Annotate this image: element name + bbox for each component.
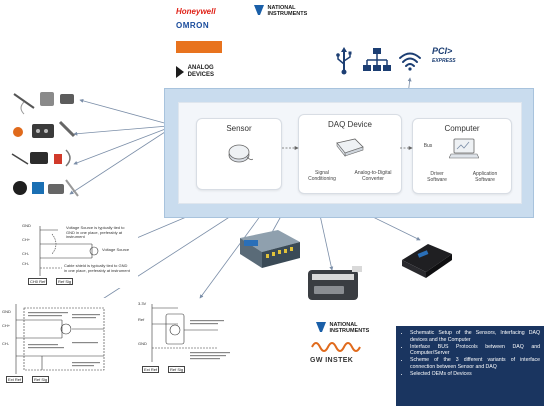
info-box: Schematic Setup of the Sensors, Interfac… <box>396 326 544 406</box>
bm-ext-ref-button: Ext Ref <box>142 366 160 373</box>
computer-card: Computer Bus Driver Software Application… <box>412 118 512 194</box>
sensor-cluster <box>11 92 79 197</box>
usb-icon <box>336 47 352 75</box>
ni-bottom-logo: NATIONAL INSTRUMENTS <box>316 322 369 334</box>
bl-ext-ref-button: Ext Ref <box>6 376 24 383</box>
gw-instek-logo: GW INSTEK <box>310 357 354 364</box>
internal-flow-arrows <box>282 146 413 150</box>
arrow-to-sensor-3 <box>73 127 169 165</box>
computer-title: Computer <box>444 124 480 133</box>
info-item-4: Selected OEMs of Devices <box>410 371 540 378</box>
arrow-to-sensor-2 <box>73 125 169 136</box>
daq-ni-usb-device-image <box>308 266 362 300</box>
express-label: EXPRESS <box>432 58 456 64</box>
ni-line2: INSTRUMENTS <box>267 11 308 17</box>
top-ref-sig-button: Ref Sig <box>56 278 74 285</box>
adc-label: Analog-to-Digital Converter <box>354 170 392 182</box>
analog-devices-line2: DEVICES <box>187 72 215 78</box>
top-ch-minus-label: CH- <box>22 251 30 256</box>
top-ch-plus-label: CH+ <box>22 237 31 242</box>
analog-devices-logo: ANALOG DEVICES <box>176 65 214 79</box>
info-item-1: Schematic Setup of the Sensors, Interfac… <box>410 330 540 343</box>
info-list: Schematic Setup of the Sensors, Interfac… <box>396 326 544 378</box>
top-note-3: Cable shield is typically tied to GND in… <box>64 263 130 273</box>
ni-line1: NATIONAL <box>267 5 296 11</box>
wifi-icon <box>399 52 421 71</box>
signal-conditioning-label: Signal Conditioning <box>308 170 336 182</box>
bm-gnd-label: GND <box>138 341 147 346</box>
application-software-label: Application Software <box>472 171 498 183</box>
bm-ref-label: Ref <box>138 317 145 322</box>
waveform-logo-icon <box>311 342 361 352</box>
ni-eagle-icon <box>254 5 264 15</box>
daq-title: DAQ Device <box>327 120 372 129</box>
ni-bottom-line1: NATIONAL <box>329 322 358 328</box>
pressure-sensor-icon <box>13 120 76 138</box>
daq-device-card: DAQ Device Signal Conditioning Analog-to… <box>298 114 402 194</box>
schematic-top-wiring <box>39 226 99 276</box>
schematic-bottom-left: GND CH+ CH- Ext Ref Ref Sig <box>2 298 130 388</box>
driver-software-label: Driver Software <box>427 171 447 183</box>
bl-gnd-label: GND <box>2 309 11 314</box>
bl-ch-plus-label: CH+ <box>2 323 11 328</box>
bl-ch-minus-label: CH- <box>2 341 10 346</box>
temperature-probe-icon <box>13 92 74 115</box>
top-ch-minus-label-2: CH- <box>22 261 30 266</box>
bl-ref-sig-button: Ref Sig <box>32 376 50 383</box>
daq-usb-module-image <box>240 230 300 268</box>
daq-pcie-card-image <box>402 244 452 278</box>
schematic-bottom-mid-wiring <box>151 304 230 362</box>
network-icon <box>363 48 391 71</box>
top-gnd-label: GND <box>22 223 31 228</box>
proximity-sensor-icon <box>11 149 71 167</box>
arrow-to-sensor-4 <box>69 129 169 195</box>
sensor-icon <box>228 144 253 163</box>
bus-label: Bus <box>423 143 433 149</box>
top-note-1: Voltage Source is typically tied to GND … <box>66 225 125 239</box>
sensor-card: Sensor <box>196 118 282 190</box>
schematic-bottom-mid: 3.3V Ref GND Ext Ref Ref Sig <box>138 300 258 376</box>
top-ch0-ref-button: CH0 Ref <box>28 278 48 285</box>
encoder-sensor-icon <box>13 179 79 197</box>
arrow-to-sensor-1 <box>79 98 169 125</box>
bm-3v3-label: 3.3V <box>138 301 147 306</box>
omron-logo: OMRON <box>176 21 210 30</box>
schematic-top: GND CH+ CH- CH- Voltage Source is typica… <box>22 222 138 288</box>
ni-bottom-line2: INSTRUMENTS <box>329 328 370 334</box>
top-note-2: Voltage Source <box>102 247 130 252</box>
analog-devices-triangle-icon <box>176 66 184 78</box>
analog-devices-line1: ANALOG <box>187 65 214 71</box>
ni-bottom-eagle-icon <box>316 322 326 332</box>
honeywell-logo: Honeywell <box>176 7 216 16</box>
info-item-2: Interface BUS Protocols between DAQ and … <box>410 344 540 357</box>
schematic-bottom-left-wiring <box>15 304 105 374</box>
info-item-3: Scheme of the 3 different variants of in… <box>410 357 540 370</box>
pci-label: PCI <box>432 46 448 56</box>
bm-ref-sig-button: Ref Sig <box>168 366 186 373</box>
laptop-icon <box>449 138 479 159</box>
sensor-title: Sensor <box>226 124 252 133</box>
bus-icons <box>336 47 421 75</box>
orange-brand-logo <box>176 41 222 53</box>
national-instruments-logo: NATIONAL INSTRUMENTS <box>254 5 307 17</box>
pci-express-logo: PCI> EXPRESS <box>432 46 456 65</box>
daq-device-icon <box>336 138 364 157</box>
